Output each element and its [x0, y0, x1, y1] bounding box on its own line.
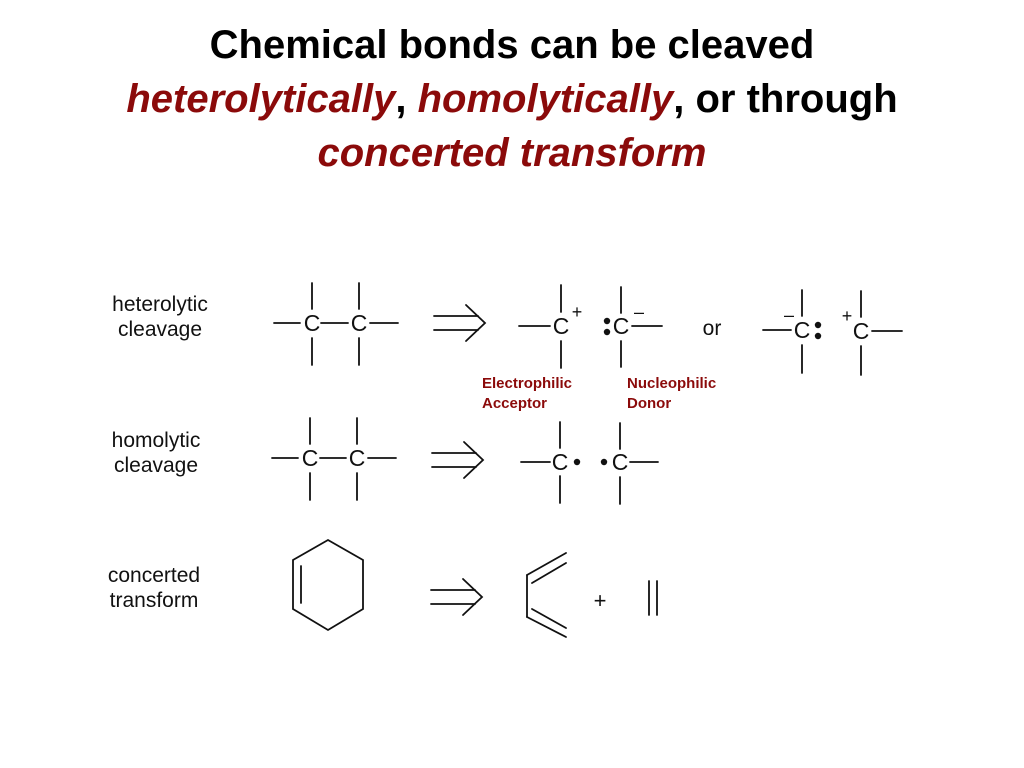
row1-carbocation-bonds	[518, 284, 562, 369]
plus-sign: +	[594, 588, 607, 613]
row1-alt-anion-carbon: C	[794, 317, 811, 343]
row1-alt-cation-carbon: C	[853, 318, 870, 344]
radical-dot-left	[573, 458, 581, 466]
or-text: or	[703, 317, 722, 340]
row1-carbon-1: C	[304, 310, 321, 336]
title-line-2: heterolytically, homolytically, or throu…	[0, 72, 1024, 126]
nucleophilic-donor-note: Nucleophilic Donor	[627, 374, 716, 414]
row-label-concerted-line1: concerted	[107, 564, 201, 587]
row-label-homolytic: homolytic cleavage	[92, 428, 220, 478]
row2-carbon-1: C	[302, 445, 319, 471]
row3-arrow-icon	[430, 578, 484, 616]
row-label-heterolytic: heterolytic cleavage	[96, 292, 224, 342]
row1-carbon-2: C	[351, 310, 368, 336]
row-label-homolytic-line1: homolytic	[111, 429, 201, 452]
row1-alt-carbanion-bonds	[762, 289, 803, 374]
row-label-heterolytic-line2: cleavage	[117, 318, 203, 341]
title-line-1: Chemical bonds can be cleaved	[209, 23, 815, 67]
row1-arrow-icon	[433, 304, 487, 342]
title-line-3: concerted transform	[0, 126, 1024, 180]
row1-alt-carbocation-bonds	[860, 290, 903, 376]
title-separator-1: ,	[395, 77, 407, 121]
slide-title: Chemical bonds can be cleaved heterolyti…	[0, 18, 1024, 180]
row-label-concerted-line2: transform	[109, 589, 199, 612]
electrophilic-acceptor-note: Electrophilic Acceptor	[482, 374, 572, 414]
alt-plus-charge: +	[842, 306, 853, 326]
radical-dot-right	[600, 458, 608, 466]
lone-pair-dots-row1	[603, 317, 611, 336]
row1-carbanion-bonds	[620, 286, 663, 368]
plus-charge: +	[572, 302, 583, 322]
row2-radical-left-bonds	[520, 421, 561, 504]
title-separator-2: , or through	[673, 77, 898, 121]
alt-minus-charge: –	[784, 305, 794, 325]
row-label-homolytic-line2: cleavage	[113, 454, 199, 477]
term-heterolytically: heterolytically	[126, 77, 396, 121]
row2-reactant-bonds	[271, 417, 397, 501]
row2-radical-right-bonds	[619, 422, 659, 505]
row1-anion-carbon: C	[613, 313, 630, 339]
term-concerted-transform: concerted transform	[317, 131, 707, 175]
row-label-concerted: concerted transform	[90, 563, 218, 613]
minus-charge: –	[634, 302, 644, 322]
row1-cation-carbon: C	[553, 313, 570, 339]
row2-carbon-2: C	[349, 445, 366, 471]
row2-radical-carbon-left: C	[552, 449, 569, 475]
butadiene-fragment	[526, 552, 567, 638]
ethylene-fragment	[648, 580, 658, 616]
electrophilic-label: Electrophilic	[482, 375, 573, 392]
donor-label: Donor	[627, 395, 672, 412]
cyclohexene-ring	[292, 538, 364, 632]
row1-reactant-bonds	[273, 282, 399, 366]
row2-arrow-icon	[431, 441, 485, 479]
row2-radical-carbon-right: C	[612, 449, 629, 475]
term-homolytically: homolytically	[417, 77, 674, 121]
nucleophilic-label: Nucleophilic	[627, 375, 717, 392]
acceptor-label: Acceptor	[482, 395, 548, 412]
alt-lone-pair-dots	[814, 321, 822, 340]
row-label-heterolytic-line1: heterolytic	[112, 293, 208, 316]
